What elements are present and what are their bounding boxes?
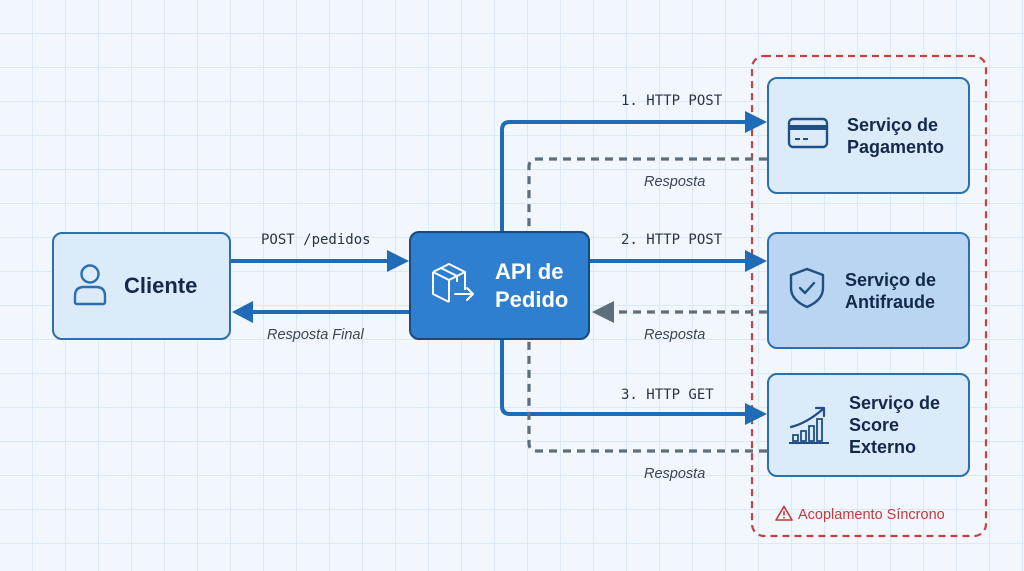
sync-coupling-group-border (750, 54, 988, 538)
label-call-pagamento: 1. HTTP POST (621, 93, 723, 109)
arrow-resp-score (527, 340, 767, 453)
node-cliente[interactable]: Cliente (52, 232, 231, 340)
node-servico-pagamento[interactable]: Serviço de Pagamento (767, 77, 970, 194)
node-pagamento-label: Serviço de Pagamento (847, 114, 944, 158)
label-resposta-final: Resposta Final (267, 327, 364, 343)
label-post-pedidos: POST /pedidos (261, 232, 371, 248)
sync-coupling-label: Acoplamento Síncrono (775, 505, 945, 525)
node-pagamento-label-line1: Serviço de (847, 114, 939, 135)
node-score-label: Serviço de Score Externo (849, 392, 968, 458)
arrowhead-resp-antifraude (592, 301, 614, 323)
arrowhead-resposta-final (232, 301, 253, 323)
label-call-antifraude: 2. HTTP POST (621, 232, 723, 248)
node-servico-antifraude[interactable]: Serviço de Antifraude (767, 232, 970, 349)
node-score-label-line1: Serviço de (849, 393, 941, 413)
arrow-call-score (500, 340, 750, 416)
node-api-pedido[interactable]: API de Pedido (409, 231, 590, 340)
node-score-label-line2: Score Externo (849, 415, 917, 457)
node-api-label-line1: API de (495, 258, 564, 284)
arrowhead-post-pedidos (387, 250, 409, 272)
arrowhead-call-score (745, 403, 767, 425)
label-resp-antifraude: Resposta (644, 327, 706, 343)
sync-coupling-text: Acoplamento Síncrono (798, 507, 945, 523)
arrowhead-call-antifraude (745, 250, 767, 272)
arrow-resp-pagamento (527, 157, 767, 231)
node-cliente-label: Cliente (124, 273, 198, 298)
node-api-label: API de Pedido (495, 258, 568, 314)
label-resp-pagamento: Resposta (644, 174, 706, 190)
warning-triangle-icon (775, 505, 798, 525)
user-icon (72, 262, 108, 311)
label-resp-score: Resposta (644, 466, 706, 482)
node-api-label-line2: Pedido (495, 286, 569, 312)
node-antifraude-label: Serviço de Antifraude (845, 269, 936, 313)
node-servico-score-externo[interactable]: Serviço de Score Externo (767, 373, 970, 477)
bar-chart-trend-icon (787, 401, 831, 450)
arrow-call-pagamento (500, 120, 750, 231)
node-pagamento-label-line2: Pagamento (847, 136, 945, 157)
node-antifraude-label-line1: Serviço de (845, 269, 937, 290)
label-call-score: 3. HTTP GET (621, 387, 714, 403)
package-arrow-icon (429, 260, 477, 311)
credit-card-icon (787, 117, 829, 154)
arrowhead-call-pagamento (745, 111, 767, 133)
shield-check-icon (787, 266, 827, 315)
node-antifraude-label-line2: Antifraude (845, 291, 935, 312)
